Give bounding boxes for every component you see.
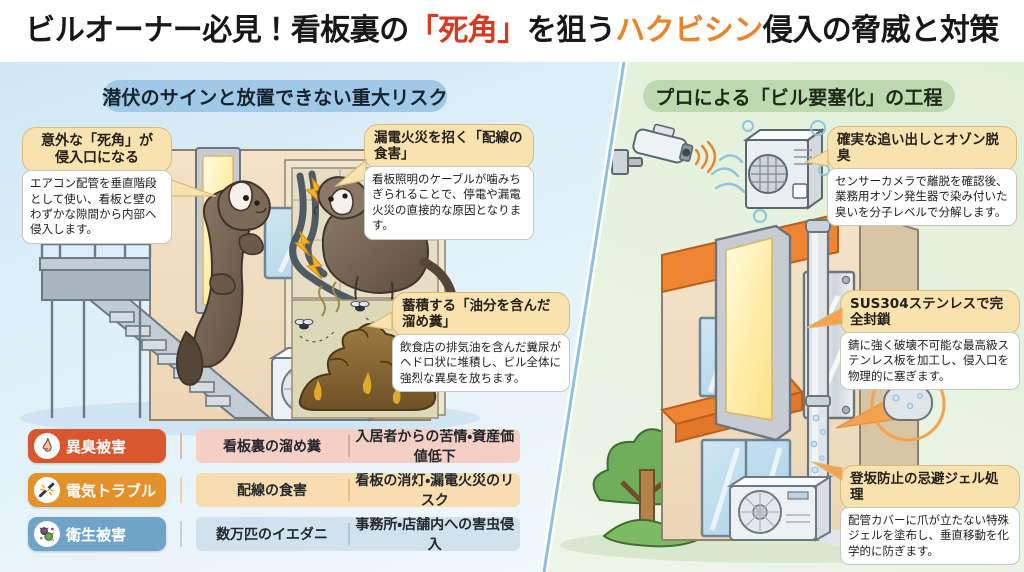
legend-label-hygiene: 衛生被害 <box>66 525 127 544</box>
table-row: 異臭被害 看板裏の溜め糞 入居者からの苦情・資産価値低下 <box>28 428 520 464</box>
legend-divider <box>180 477 182 503</box>
title-accent-hakubishin: ハクビシン <box>615 13 763 48</box>
legend-cause-hygiene: 数万匹のイエダニ <box>216 527 328 543</box>
legend-pill-hygiene: 衛生被害 <box>28 517 166 551</box>
legend-cell-divider <box>348 479 350 501</box>
callout-ozone-deodorize-body: センサーカメラで離脱を確認後、業務用オゾン発生器で染み付いた臭いを分子レベルで分… <box>827 167 1017 227</box>
legend-divider <box>180 521 182 547</box>
section-header-left: 潜伏のサインと放置できない重大リスク <box>102 80 448 112</box>
mites-icon <box>34 521 60 547</box>
legend-effect-hygiene: 事務所・店舗内への害虫侵入 <box>355 517 515 551</box>
callout-cable-damage-body: 看板照明のケーブルが噛みちぎられることで、停電や漏電火災の直接的な原因となります… <box>364 165 534 240</box>
legend-divider <box>180 433 182 459</box>
legend-effect-odor: 入居者からの苦情・資産価値低下 <box>355 429 515 463</box>
legend-label-odor: 異臭被害 <box>66 437 127 456</box>
nose-icon <box>34 433 60 459</box>
legend-pill-odor: 異臭被害 <box>28 429 166 463</box>
callout-droppings: 蓄積する「油分を含んだ溜め糞」 飲食店の排気油を含んだ糞尿がヘドロ状に堆積し、ビ… <box>392 292 570 393</box>
callout-cable-damage: 漏電火災を招く「配線の食害」 看板照明のケーブルが噛みちぎられることで、停電や漏… <box>364 124 534 240</box>
title-part-2: を狙う <box>526 13 616 48</box>
title-part-1: ビルオーナー必見！看板裏の <box>25 13 409 48</box>
legend-cell-divider <box>348 523 350 545</box>
title-accent-shikaku: 「死角」 <box>408 13 528 48</box>
callout-blind-spot-body: エアコン配管を垂直階段として使い、看板と壁のわずかな隙間から内部へ侵入します。 <box>22 170 172 244</box>
callout-droppings-body: 飲食店の排気油を含んだ糞尿がヘドロ状に堆積し、ビル全体に強烈な異臭を放ちます。 <box>392 333 570 393</box>
page-title: ビルオーナー必見！看板裏の「死角」を狙うハクビシン侵入の脅威と対策 <box>25 16 999 46</box>
section-header-right: プロによる「ビル要塞化」の工程 <box>643 80 955 112</box>
legend-pill-electrical: 電気トラブル <box>28 473 166 507</box>
callout-blind-spot-title: 意外な「死角」が 侵入口になる <box>22 127 172 174</box>
legend-cells-hygiene: 数万匹のイエダニ 事務所・店舗内への害虫侵入 <box>196 517 520 551</box>
callout-sus304-seal: SUS304ステンレスで完全封鎖 錆に強く破壊不可能な最高級ステンレス板を加工し… <box>840 290 1020 391</box>
table-row: 電気トラブル 配線の食害 看板の消灯・漏電火災のリスク <box>28 472 520 508</box>
title-part-3: 侵入の脅威と対策 <box>762 13 1000 48</box>
callout-cable-damage-title: 漏電火災を招く「配線の食害」 <box>364 124 534 169</box>
legend-cell-divider <box>348 435 350 457</box>
callout-repellent-gel: 登坂防止の忌避ジェル処理 配管カバーに爪が立たない特殊ジェルを塗布し、垂直移動を… <box>840 465 1020 566</box>
title-bar: ビルオーナー必見！看板裏の「死角」を狙うハクビシン侵入の脅威と対策 <box>0 0 1024 62</box>
legend-cells-electrical: 配線の食害 看板の消灯・漏電火災のリスク <box>196 473 520 507</box>
legend-cause-odor: 看板裏の溜め糞 <box>223 439 321 455</box>
legend-effect-electrical: 看板の消灯・漏電火災のリスク <box>355 473 515 507</box>
legend-cause-electrical: 配線の食害 <box>237 483 307 499</box>
callout-blind-spot: 意外な「死角」が 侵入口になる エアコン配管を垂直階段として使い、看板と壁のわず… <box>22 127 172 244</box>
legend-label-electrical: 電気トラブル <box>66 481 157 500</box>
callout-ozone-deodorize: 確実な追い出しとオゾン脱臭 センサーカメラで離脱を確認後、業務用オゾン発生器で染… <box>827 126 1017 227</box>
callout-repellent-gel-title: 登坂防止の忌避ジェル処理 <box>840 465 1020 510</box>
risk-summary-table: 異臭被害 看板裏の溜め糞 入居者からの苦情・資産価値低下 <box>28 428 520 560</box>
callout-droppings-title: 蓄積する「油分を含んだ溜め糞」 <box>392 292 570 337</box>
callout-ozone-deodorize-title: 確実な追い出しとオゾン脱臭 <box>827 126 1017 171</box>
sparking-cable-icon <box>34 477 60 503</box>
table-row: 衛生被害 数万匹のイエダニ 事務所・店舗内への害虫侵入 <box>28 516 520 552</box>
callout-sus304-seal-title: SUS304ステンレスで完全封鎖 <box>840 290 1020 335</box>
callout-repellent-gel-body: 配管カバーに爪が立たない特殊ジェルを塗布し、垂直移動を化学的に防ぎます。 <box>840 506 1020 566</box>
callout-sus304-seal-body: 錆に強く破壊不可能な最高級ステンレス板を加工し、侵入口を物理的に塞ぎます。 <box>840 331 1020 391</box>
legend-cells-odor: 看板裏の溜め糞 入居者からの苦情・資産価値低下 <box>196 429 520 463</box>
